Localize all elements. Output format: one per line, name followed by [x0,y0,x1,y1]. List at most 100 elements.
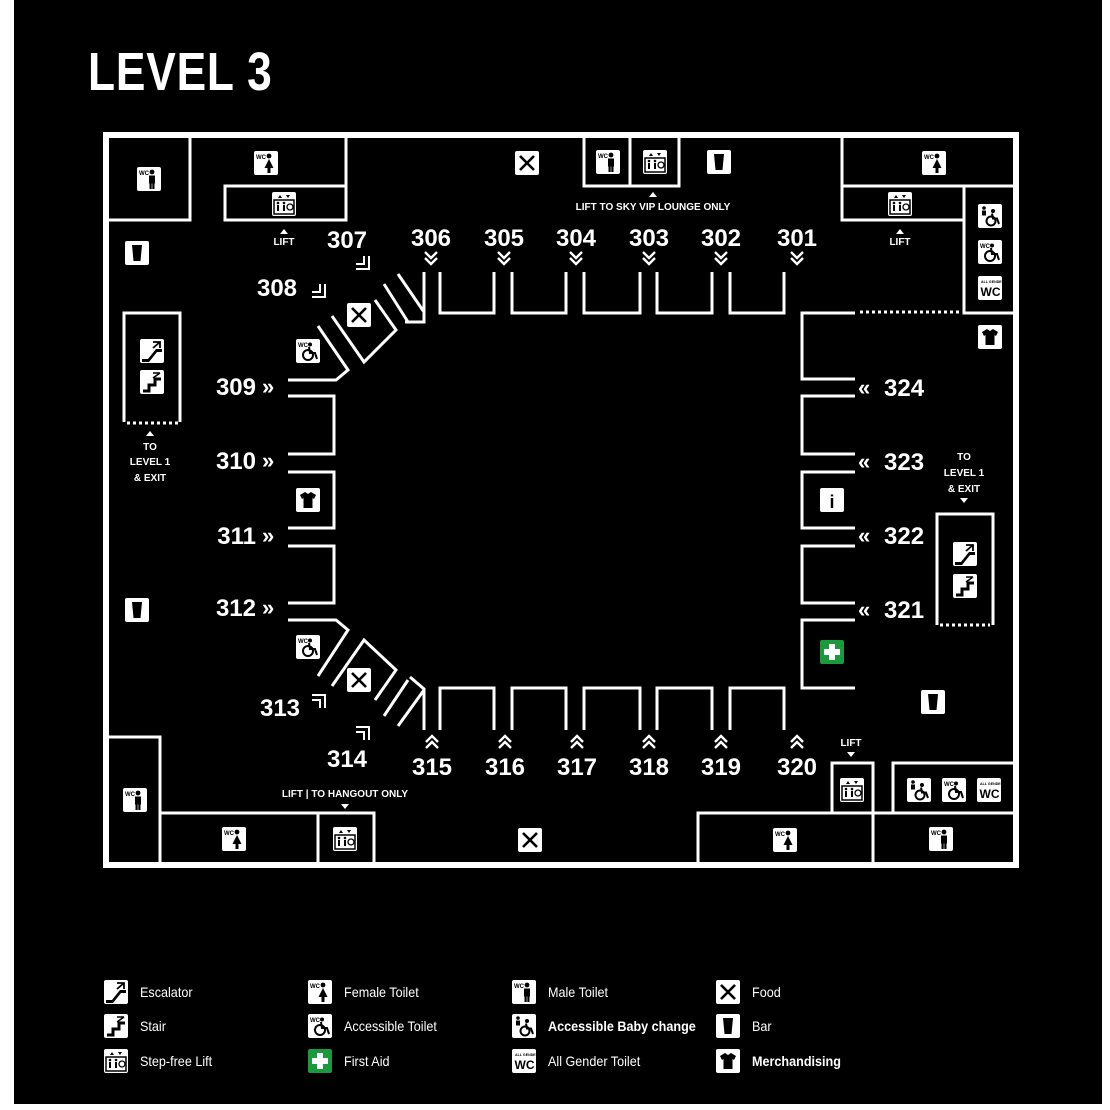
svg-text:& EXIT: & EXIT [134,473,166,484]
map-board [14,0,1102,1104]
food-icon [518,828,542,852]
merchandise-icon [296,488,320,512]
legend-label: Escalator [140,984,193,1000]
concourse-walls [288,272,855,730]
chevron-up-icon [790,734,804,749]
food-icon [347,303,371,327]
chevron-left-icon: « [858,449,870,474]
outer-wall [103,132,1019,868]
stair-icon [140,370,164,394]
entrance-label: 316 [485,754,525,781]
legend-label: Accessible Toilet [344,1018,437,1034]
lift-sky-vip-label: LIFT TO SKY VIP LOUNGE ONLY [576,202,731,213]
svg-text:LEVEL 1: LEVEL 1 [130,457,171,468]
lift-hangout-label: LIFT | TO HANGOUT ONLY [282,789,408,800]
lift-icon [104,1049,128,1073]
bar-icon [125,598,149,622]
entrance-label: 305 [484,225,524,252]
all-gender-toilet-icon [512,1049,536,1073]
legend-item: Escalator [104,979,198,1005]
level-title: LEVEL 3 [88,42,273,102]
baby-change-icon [907,778,931,802]
female-toilet-icon [308,980,332,1004]
info-icon [820,488,844,512]
legend-label: Accessible Baby change [548,1018,696,1034]
bar-icon [707,150,731,174]
accessible-toilet-icon [978,240,1002,264]
legend-label: Merchandising [752,1053,841,1069]
male-toilet-icon [137,167,161,191]
legend-item: First Aid [308,1048,395,1074]
dotted-edges [127,310,990,627]
escalator-icon [140,339,164,363]
all-gender-toilet-icon [977,778,1001,802]
chevron-up-icon [570,734,584,749]
male-toilet-icon [123,788,147,812]
entrance-label: 317 [557,754,597,781]
chevron-down-icon [642,251,656,266]
lift-icon [840,778,864,802]
chevron-right-icon: » [262,523,274,548]
legend-label: First Aid [344,1053,390,1069]
male-toilet-icon [929,827,953,851]
chevron-down-icon [424,251,438,266]
legend-item: Male Toilet [512,979,615,1005]
legend-item: Accessible Baby change [512,1013,712,1039]
chevron-right-icon: » [262,595,274,620]
entrance-label: 320 [777,754,817,781]
male-toilet-icon [596,150,620,174]
entrance-label: 306 [411,225,451,252]
svg-text:LEVEL 1: LEVEL 1 [944,468,985,479]
merchandise-icon [978,325,1002,349]
chevron-down-icon [497,251,511,266]
lift-label: LIFT [889,237,910,248]
chevron-up-icon [425,734,439,749]
entrance-label: 319 [701,754,741,781]
legend-label: Female Toilet [344,984,419,1000]
legend-label: Male Toilet [548,984,609,1000]
chevron-down-icon [790,251,804,266]
chevron-left-icon: « [858,597,870,622]
lift-icon [643,150,667,174]
entrance-label: 321 [884,597,924,624]
entrance-label: 311 [217,523,256,550]
baby-change-icon [512,1014,536,1038]
stair-icon [104,1014,128,1038]
facility-icons [123,150,1002,852]
entrance-label: 312 [216,595,256,622]
first-aid-icon [308,1049,332,1073]
entrance-label: 324 [884,375,925,402]
chevron-up-icon [642,734,656,749]
legend-item: Accessible Toilet [308,1013,447,1039]
corner-arrow-icon [356,726,370,740]
lift-icon [333,827,357,851]
legend-label: Bar [752,1018,772,1034]
legend-item: Bar [716,1013,774,1039]
escalator-icon [104,980,128,1004]
accessible-toilet-icon [942,778,966,802]
bar-icon [125,241,149,265]
chevron-right-icon: » [262,448,274,473]
merchandise-icon [716,1049,740,1073]
lift-icon [272,192,296,216]
accessible-toilet-icon [296,339,320,363]
entrance-label: 318 [629,754,669,781]
legend-item: Step-free Lift [104,1048,220,1074]
food-icon [347,668,371,692]
entrance-label: 323 [884,449,924,476]
first-aid-icon [820,640,844,664]
svg-text:& EXIT: & EXIT [948,484,980,495]
accessible-toilet-icon [296,635,320,659]
lift-label: LIFT [273,237,294,248]
notes: LIFT LIFT TO SKY VIP LOUNGE ONLY LIFT TO… [130,192,985,809]
baby-change-icon [978,204,1002,228]
entrance-label: 315 [412,754,452,781]
bar-icon [716,1014,740,1038]
entrance-label: 310 [216,448,256,475]
chevron-up-icon [498,734,512,749]
legend-item: Food [716,979,784,1005]
corner-arrow-icon [356,256,370,270]
legend-label: All Gender Toilet [548,1053,641,1069]
legend-item: Stair [104,1013,169,1039]
food-icon [515,151,539,175]
